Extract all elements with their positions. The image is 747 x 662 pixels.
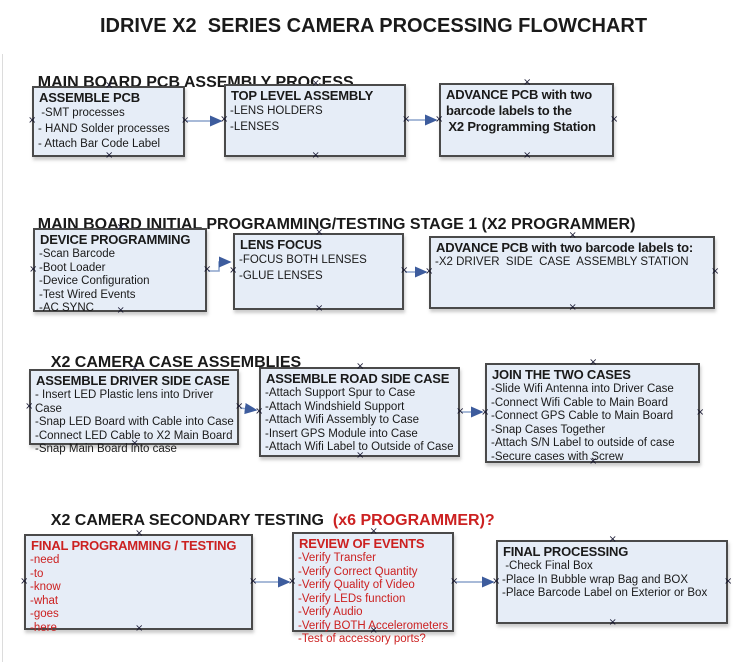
box-title: ADVANCE PCB with two barcode labels to: xyxy=(436,240,694,255)
box-item: -Test Wired Events xyxy=(39,288,136,301)
box-item: -Attach Wifi Label to Outside of Case xyxy=(265,441,454,453)
box-item: -Verify Transfer xyxy=(298,552,376,564)
flow-box-final-programming-testing[interactable]: FINAL PROGRAMMING / TESTING -need -to -k… xyxy=(24,534,253,634)
box-item: -Boot Loader xyxy=(39,261,106,274)
box-item: -Test of accessory ports? xyxy=(298,633,426,645)
box-item: -know xyxy=(30,581,61,593)
box-item: -to xyxy=(30,567,44,580)
flow-box-assemble-road-side-case[interactable]: ASSEMBLE ROAD SIDE CASE -Attach Support … xyxy=(259,367,460,457)
box-item: -X2 DRIVER SIDE CASE ASSEMBLY STATION xyxy=(435,256,689,268)
box-item: -GLUE LENSES xyxy=(239,269,323,282)
box-item: -Connect LED Cable to X2 Main Board xyxy=(35,429,233,442)
flow-box-device-programming[interactable]: DEVICE PROGRAMMING -Scan Barcode -Boot L… xyxy=(33,228,207,314)
flow-box-lens-focus[interactable]: LENS FOCUS -FOCUS BOTH LENSES -GLUE LENS… xyxy=(233,233,404,310)
box-title: ASSEMBLE DRIVER SIDE CASE xyxy=(36,373,230,388)
connector-driver-case-to-road-case[interactable] xyxy=(239,403,258,415)
box-title: DEVICE PROGRAMMING xyxy=(40,232,191,247)
flow-box-assemble-pcb[interactable]: ASSEMBLE PCB -SMT processes - HAND Solde… xyxy=(32,86,185,157)
box-item: -Scan Barcode xyxy=(39,248,116,260)
box-item: -Verify BOTH Accelerometers xyxy=(298,619,449,632)
box-item: -Verify Correct Quantity xyxy=(298,565,418,578)
box-item: -LENS HOLDERS xyxy=(230,105,323,117)
box-item: -goes xyxy=(30,608,59,620)
flow-box-final-processing[interactable]: FINAL PROCESSING -Check Final Box -Place… xyxy=(496,540,728,624)
box-item: -Insert GPS Module into Case xyxy=(265,427,418,440)
section-heading-secondary-testing: X2 CAMERA SECONDARY TESTING (x6 PROGRAMM… xyxy=(33,494,495,548)
box-title: REVIEW OF EVENTS xyxy=(299,536,425,551)
box-item: -Place In Bubble wrap Bag and BOX xyxy=(502,573,689,586)
box-item: -Secure cases with Screw xyxy=(491,450,624,463)
box-title: ASSEMBLE ROAD SIDE CASE xyxy=(266,371,450,386)
flow-box-assemble-driver-side-case[interactable]: ASSEMBLE DRIVER SIDE CASE - Insert LED P… xyxy=(29,369,239,455)
box-item: -Snap Cases Together xyxy=(491,423,606,436)
box-item: - Attach Bar Code Label xyxy=(38,138,161,150)
flow-box-top-level-assembly[interactable]: TOP LEVEL ASSEMBLY -LENS HOLDERS -LENSES xyxy=(224,84,406,157)
section-heading-text: X2 CAMERA CASE ASSEMBLIES xyxy=(50,354,302,371)
section-heading-case-assemblies: X2 CAMERA CASE ASSEMBLIES xyxy=(33,336,301,390)
flow-box-join-the-two-cases[interactable]: JOIN THE TWO CASES -Slide Wifi Antenna i… xyxy=(485,363,700,463)
box-item: - Insert LED Plastic lens into Driver Ca… xyxy=(35,389,217,415)
box-item: -what xyxy=(30,594,59,607)
box-item: - HAND Solder processes xyxy=(38,122,170,135)
flow-box-advance-to-programming-station[interactable]: ADVANCE PCB with two barcode labels to t… xyxy=(439,83,614,157)
box-title: ADVANCE PCB with two barcode labels to t… xyxy=(446,87,596,118)
canvas-edge-line xyxy=(2,54,3,662)
box-item: X2 Programming Station xyxy=(445,119,596,134)
box-item: -FOCUS BOTH LENSES xyxy=(239,254,367,266)
box-title: FINAL PROGRAMMING / TESTING xyxy=(31,538,237,553)
box-title: JOIN THE TWO CASES xyxy=(492,367,631,382)
box-item: -Attach S/N Label to outside of case xyxy=(491,437,675,449)
box-item: -AC SYNC xyxy=(39,302,94,314)
box-item: -SMT processes xyxy=(38,107,125,119)
box-title: FINAL PROCESSING xyxy=(503,544,629,559)
box-item: -Snap LED Board with Cable into Case xyxy=(35,416,234,428)
box-item: -Verify Quality of Video xyxy=(298,579,415,591)
box-title: TOP LEVEL ASSEMBLY xyxy=(231,88,374,103)
box-title: LENS FOCUS xyxy=(240,237,322,252)
box-item: -here xyxy=(30,621,57,634)
box-item: -LENSES xyxy=(230,120,280,133)
box-item: -Attach Wifi Assembly to Case xyxy=(265,414,420,426)
box-item: -Verify Audio xyxy=(298,606,363,618)
flow-box-advance-to-driver-side-station[interactable]: ADVANCE PCB with two barcode labels to: … xyxy=(429,236,715,309)
connector-device-programming-to-lens-focus[interactable] xyxy=(208,256,232,272)
flow-box-review-of-events[interactable]: REVIEW OF EVENTS -Verify Transfer -Verif… xyxy=(292,532,454,645)
box-item: -Check Final Box xyxy=(502,560,593,572)
page-title: IDRIVE X2 SERIES CAMERA PROCESSING FLOWC… xyxy=(99,15,648,37)
box-item: -Attach Support Spur to Case xyxy=(265,387,416,399)
box-item: -Device Configuration xyxy=(39,275,150,287)
box-item: -Attach Windshield Support xyxy=(265,400,405,413)
section-heading-text: X2 CAMERA SECONDARY TESTING xyxy=(50,512,324,529)
box-item: -Snap Main Board into case xyxy=(35,443,177,455)
box-title: ASSEMBLE PCB xyxy=(39,90,140,105)
section-heading-red-suffix: (x6 PROGRAMMER)? xyxy=(324,512,495,529)
box-item: -Verify LEDs function xyxy=(298,592,406,605)
box-item: -Connect Wifi Cable to Main Board xyxy=(491,396,669,409)
box-item: -Connect GPS Cable to Main Board xyxy=(491,410,674,422)
box-item: -Place Barcode Label on Exterior or Box xyxy=(502,587,708,599)
box-item: -Slide Wifi Antenna into Driver Case xyxy=(491,383,674,395)
box-item: -need xyxy=(30,554,60,566)
